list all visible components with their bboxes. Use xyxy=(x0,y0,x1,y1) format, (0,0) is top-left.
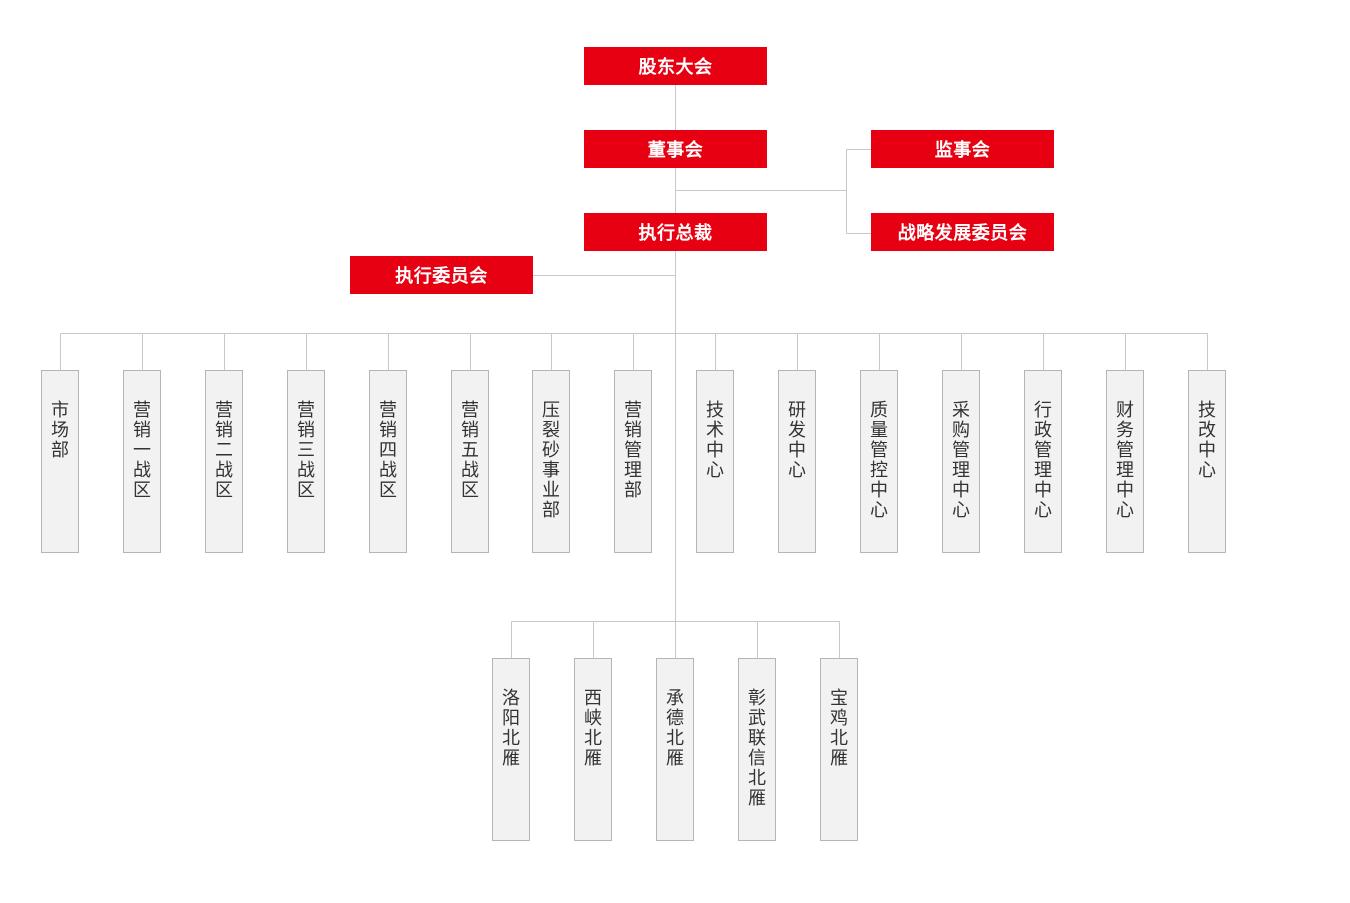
department-box: 营销三战区 xyxy=(287,370,325,553)
department-label: 研发中心 xyxy=(788,400,806,481)
department-label: 营销三战区 xyxy=(297,400,315,501)
department-label: 压裂砂事业部 xyxy=(542,400,560,521)
department-label: 营销一战区 xyxy=(133,400,151,501)
subsidiary-box: 承德北雁 xyxy=(656,658,694,841)
department-box: 财务管理中心 xyxy=(1106,370,1144,553)
department-label: 营销四战区 xyxy=(379,400,397,501)
department-label: 技术中心 xyxy=(706,400,724,481)
department-box: 营销一战区 xyxy=(123,370,161,553)
department-box: 营销四战区 xyxy=(369,370,407,553)
subsidiary-label: 承德北雁 xyxy=(666,688,684,769)
department-label: 市场部 xyxy=(51,400,69,461)
node-supervisors: 监事会 xyxy=(871,130,1054,168)
node-exec-committee: 执行委员会 xyxy=(350,256,533,294)
subsidiary-label: 宝鸡北雁 xyxy=(830,688,848,769)
subsidiary-box: 宝鸡北雁 xyxy=(820,658,858,841)
subsidiary-box: 洛阳北雁 xyxy=(492,658,530,841)
department-label: 营销管理部 xyxy=(624,400,642,501)
department-box: 营销五战区 xyxy=(451,370,489,553)
department-label: 营销二战区 xyxy=(215,400,233,501)
department-box: 质量管控中心 xyxy=(860,370,898,553)
subsidiary-label: 西峡北雁 xyxy=(584,688,602,769)
department-label: 技改中心 xyxy=(1198,400,1216,481)
department-label: 行政管理中心 xyxy=(1034,400,1052,521)
node-strategy-committee: 战略发展委员会 xyxy=(871,213,1054,251)
department-box: 市场部 xyxy=(41,370,79,553)
subsidiary-box: 彰武联信北雁 xyxy=(738,658,776,841)
node-board: 董事会 xyxy=(584,130,767,168)
department-box: 行政管理中心 xyxy=(1024,370,1062,553)
department-box: 技术中心 xyxy=(696,370,734,553)
department-box: 营销管理部 xyxy=(614,370,652,553)
subsidiary-box: 西峡北雁 xyxy=(574,658,612,841)
department-box: 技改中心 xyxy=(1188,370,1226,553)
subsidiary-label: 洛阳北雁 xyxy=(502,688,520,769)
subsidiary-label: 彰武联信北雁 xyxy=(748,688,766,809)
department-box: 营销二战区 xyxy=(205,370,243,553)
department-box: 采购管理中心 xyxy=(942,370,980,553)
department-label: 营销五战区 xyxy=(461,400,479,501)
department-box: 压裂砂事业部 xyxy=(532,370,570,553)
department-box: 研发中心 xyxy=(778,370,816,553)
department-label: 财务管理中心 xyxy=(1116,400,1134,521)
node-shareholders: 股东大会 xyxy=(584,47,767,85)
node-ceo: 执行总裁 xyxy=(584,213,767,251)
department-label: 质量管控中心 xyxy=(870,400,888,521)
department-label: 采购管理中心 xyxy=(952,400,970,521)
